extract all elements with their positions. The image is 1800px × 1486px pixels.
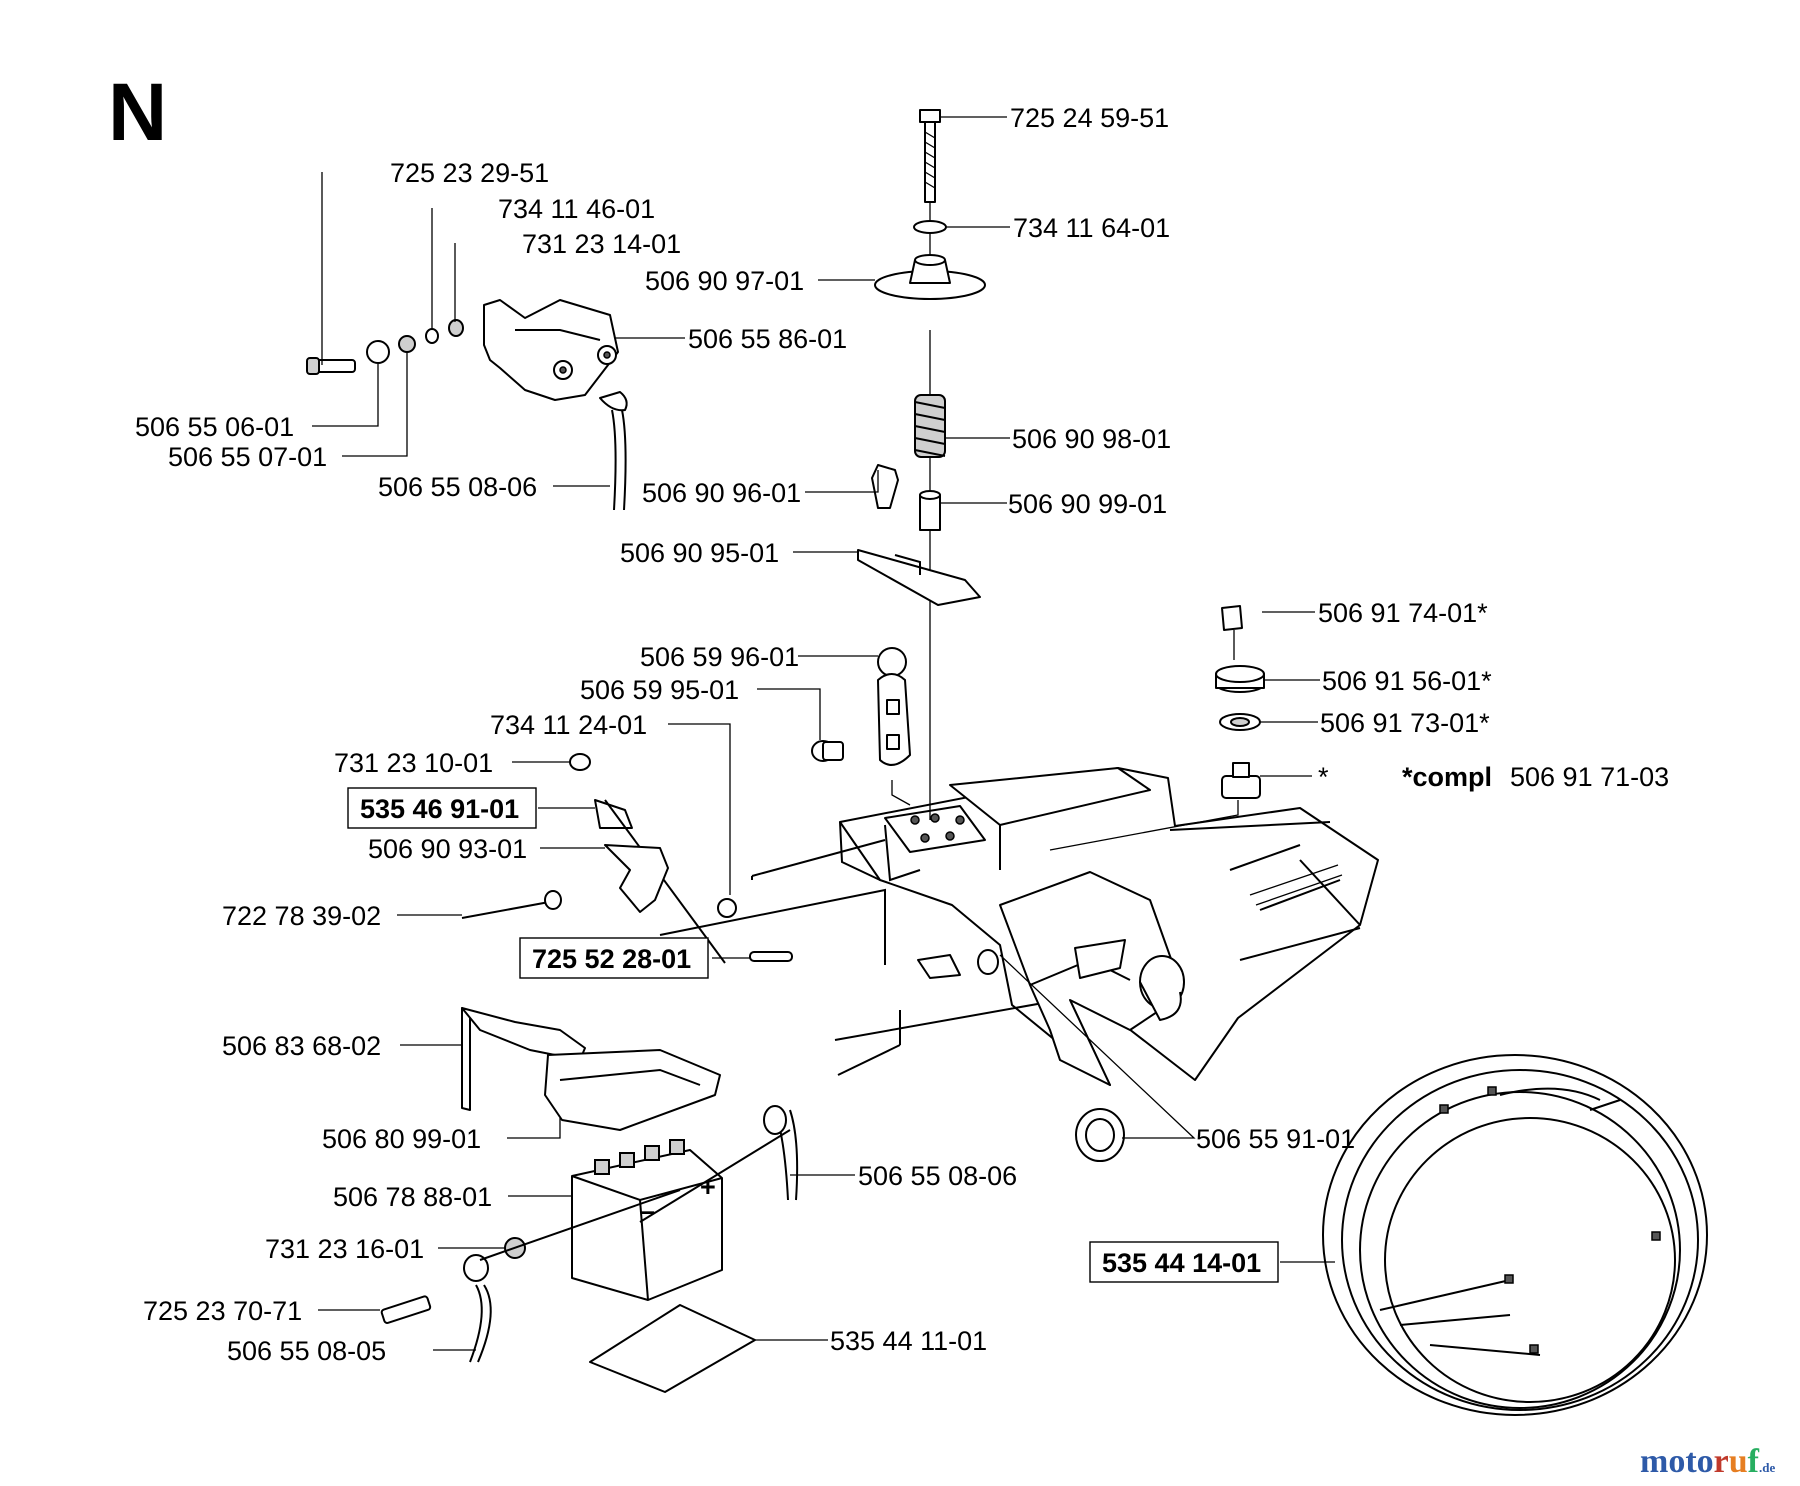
part-label: 731 23 14-01: [522, 229, 681, 259]
compl-note-prefix: *compl: [1402, 762, 1492, 792]
part-label: 506 59 96-01: [640, 642, 799, 672]
part-label: 506 91 73-01*: [1320, 708, 1490, 738]
part-label: 506 91 74-01*: [1318, 598, 1488, 628]
part-label: *: [1318, 762, 1329, 792]
part-box: [1089, 1241, 1279, 1283]
lever-parts: [461, 753, 793, 964]
part-label: 506 90 98-01: [1012, 424, 1171, 454]
solenoid: [306, 299, 628, 511]
wiring-harness: [1322, 1054, 1708, 1416]
part-label-highlighted: 535 46 91-01: [360, 794, 519, 824]
part-label: 506 83 68-02: [222, 1031, 381, 1061]
shift-lever: [811, 647, 911, 806]
battery-group: – +: [380, 1007, 799, 1393]
part-label: 506 59 95-01: [580, 675, 739, 705]
shaft-assembly: [857, 109, 986, 820]
base-plate: [884, 805, 986, 853]
part-label: 506 55 06-01: [135, 412, 294, 442]
part-label: 506 80 99-01: [322, 1124, 481, 1154]
part-label: 506 55 08-06: [858, 1161, 1017, 1191]
part-label: 722 78 39-02: [222, 901, 381, 931]
part-label: 734 11 46-01: [498, 194, 655, 224]
brand-logo: motoruf.de: [1640, 1443, 1775, 1480]
part-labels: 725 24 59-51 734 11 64-01 506 90 97-01 5…: [135, 103, 1669, 1366]
part-label: 506 55 07-01: [168, 442, 327, 472]
part-label: 731 23 10-01: [334, 748, 493, 778]
bushing: [1075, 1108, 1125, 1162]
part-label: 734 11 64-01: [1013, 213, 1170, 243]
part-label-highlighted: 535 44 14-01: [1102, 1248, 1261, 1278]
part-label: 734 11 24-01: [490, 710, 647, 740]
part-label: 506 90 95-01: [620, 538, 779, 568]
part-label: 506 55 91-01: [1196, 1124, 1355, 1154]
part-label: 506 91 56-01*: [1322, 666, 1492, 696]
part-box: [347, 787, 537, 829]
part-label: 725 23 29-51: [390, 158, 549, 188]
leader-lines: [312, 116, 1335, 1351]
part-label: 535 44 11-01: [830, 1326, 987, 1356]
part-label: 506 90 93-01: [368, 834, 527, 864]
part-label: 506 78 88-01: [333, 1182, 492, 1212]
part-label: 506 90 99-01: [1008, 489, 1167, 519]
battery-plus-sign: +: [700, 1172, 716, 1202]
part-label: 725 24 59-51: [1010, 103, 1169, 133]
part-label: 506 55 08-05: [227, 1336, 386, 1366]
ignition-switch: [1049, 605, 1265, 851]
part-label: 506 90 97-01: [645, 266, 804, 296]
part-label: 731 23 16-01: [265, 1234, 424, 1264]
part-box: [519, 937, 709, 979]
compl-note-number: 506 91 71-03: [1510, 762, 1669, 792]
part-label: 506 90 96-01: [642, 478, 801, 508]
part-label-highlighted: 725 52 28-01: [532, 944, 691, 974]
part-label: 725 23 70-71: [143, 1296, 302, 1326]
part-label: 506 55 08-06: [378, 472, 537, 502]
part-label: 506 55 86-01: [688, 324, 847, 354]
section-letter: N: [108, 67, 167, 158]
frame-body: [659, 767, 1379, 1086]
